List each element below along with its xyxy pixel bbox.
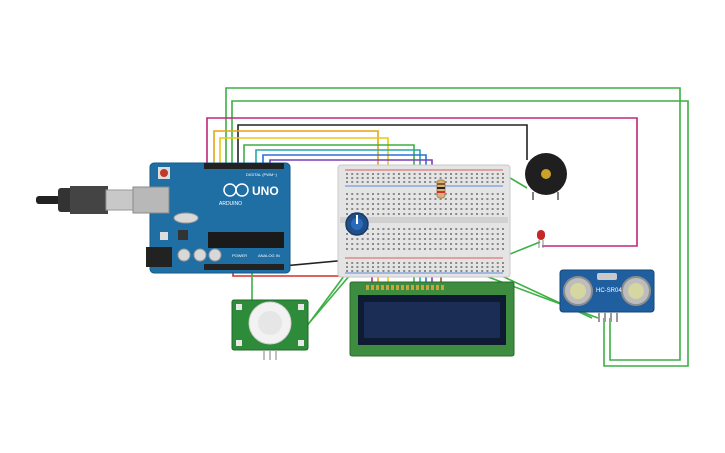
- digital-header[interactable]: [204, 163, 284, 169]
- wire-green-outer-1[interactable]: [225, 87, 681, 361]
- wire-green-outer-2[interactable]: [231, 100, 689, 367]
- ultrasonic-model-label: HC-SR04: [596, 288, 622, 294]
- board-brand-label: ARDUINO: [219, 201, 242, 207]
- reset-button[interactable]: [160, 169, 168, 177]
- led-icon[interactable]: [537, 230, 545, 248]
- board-model-label: UNO: [252, 184, 279, 198]
- arduino-uno-board[interactable]: UNO ARDUINO DIGITAL (PWM~) POWER ANALOG …: [132, 162, 291, 274]
- power-analog-header[interactable]: [204, 264, 284, 270]
- pir-sensor[interactable]: [231, 299, 309, 360]
- analog-pins-label: ANALOG IN: [258, 253, 280, 258]
- usb-cable-icon: [36, 186, 137, 214]
- digital-pins-label: DIGITAL (PWM~): [246, 172, 278, 177]
- lcd-pin-header: [366, 285, 444, 290]
- resistor-icon[interactable]: [436, 179, 446, 199]
- wire-black-buzzer[interactable]: [237, 124, 528, 165]
- power-pins-label: POWER: [232, 253, 247, 258]
- potentiometer-knob-icon[interactable]: [345, 212, 369, 236]
- ultrasonic-sensor[interactable]: HC-SR04: [559, 269, 655, 322]
- wire-magenta-led[interactable]: [206, 117, 638, 247]
- atmega-chip: [208, 232, 284, 248]
- buzzer-icon[interactable]: [525, 153, 567, 200]
- lcd-screen: [364, 302, 500, 338]
- lcd-display[interactable]: [349, 281, 515, 357]
- breadboard[interactable]: [337, 164, 511, 278]
